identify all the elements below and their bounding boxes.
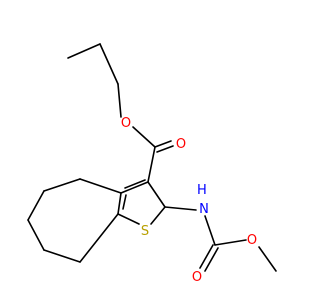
bond-c8-c7a xyxy=(79,213,119,263)
bond-c7-c8 xyxy=(43,249,81,263)
atom-label-carbamate-oxygen: O xyxy=(247,233,257,248)
molecule-structure-diagram: O O H N S O O xyxy=(27,43,277,285)
atom-label-nh-h: H xyxy=(197,183,207,198)
bond-n-carbonyl xyxy=(204,215,216,246)
atom-label-ester-oxygen: O xyxy=(121,116,131,131)
bond-ester-co-double-1 xyxy=(154,140,172,148)
atom-label-nh: H N xyxy=(197,183,211,217)
bond-propyl-ch3 xyxy=(67,43,101,59)
bond-c7a-c3a-double xyxy=(122,194,127,210)
atom-label-carbamate-carbonyl-oxygen: O xyxy=(192,270,202,285)
bond-s-c7a xyxy=(117,213,140,225)
bond-c2-n xyxy=(164,206,197,211)
bond-propyl-ch2 xyxy=(99,43,119,85)
bond-carbamate-co-double-1 xyxy=(199,244,214,269)
bond-ester-o-carbonyl xyxy=(132,126,156,148)
bond-c3-c3a xyxy=(120,181,149,194)
bond-o-methyl xyxy=(258,246,277,272)
bond-c2-s xyxy=(150,206,166,225)
bond-carbonyl-ring xyxy=(147,146,156,183)
bond-c3a-c3-double xyxy=(124,179,146,189)
atom-label-nh-n: N xyxy=(199,202,209,217)
bond-c7a-c3a xyxy=(117,192,122,215)
bond-c6-c7 xyxy=(27,219,45,251)
bond-carbonyl-o-methyl xyxy=(214,239,247,246)
bond-carbamate-co-double-2 xyxy=(204,247,219,272)
bond-propyl-o xyxy=(117,83,122,118)
bond-ester-co-double-2 xyxy=(156,145,174,153)
bond-c5-c6 xyxy=(27,190,45,221)
bond-c3-c2 xyxy=(147,181,166,208)
atom-label-ester-carbonyl-oxygen: O xyxy=(176,137,186,152)
bond-c4-c5 xyxy=(43,178,81,192)
atom-label-sulfur: S xyxy=(141,224,149,239)
bond-c3a-c4 xyxy=(79,178,122,194)
